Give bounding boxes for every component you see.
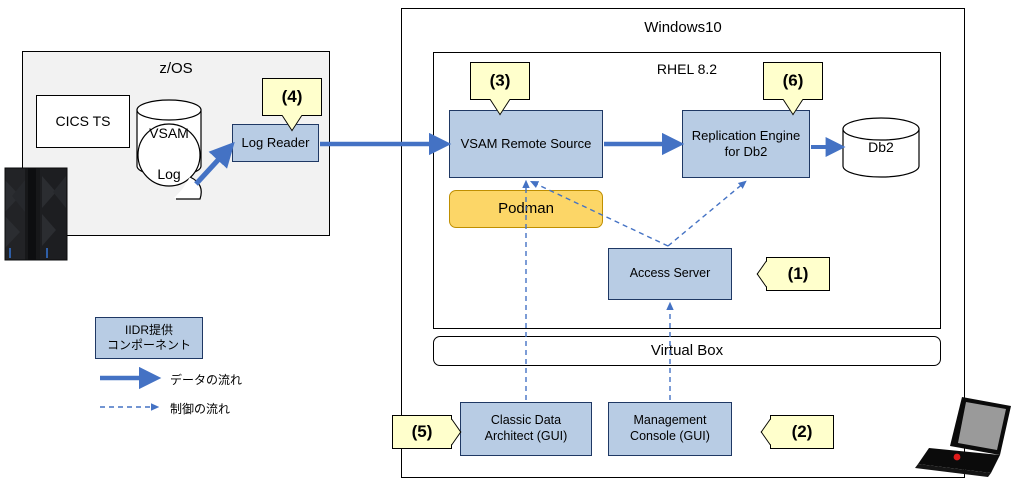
legend-component-label-line1: IIDR提供 <box>124 323 173 337</box>
virtualbox-title: Virtual Box <box>650 342 724 359</box>
cics-ts-box[interactable]: CICS TS <box>36 95 130 148</box>
vsam-label: VSAM <box>149 125 189 141</box>
callout-3: (3) <box>470 62 530 100</box>
access-server-box[interactable]: Access Server <box>608 248 732 300</box>
rhel-title: RHEL 8.2 <box>656 61 718 77</box>
access-server-label: Access Server <box>629 266 711 281</box>
legend-control-flow-row: 制御の流れ <box>100 400 230 417</box>
cics-ts-label: CICS TS <box>55 112 111 129</box>
callout-6: (6) <box>763 62 823 100</box>
legend-data-flow-label: データの流れ <box>170 373 243 387</box>
replication-engine-label-line2: for Db2 <box>724 144 768 159</box>
db2-label: Db2 <box>868 139 894 155</box>
podman-box[interactable]: Podman <box>449 190 603 228</box>
log-label: Log <box>157 166 181 182</box>
callout-2: (2) <box>770 415 834 449</box>
callout-4: (4) <box>262 78 322 116</box>
management-console-label-line1: Management <box>633 413 707 428</box>
replication-engine-label-line1: Replication Engine <box>691 127 801 143</box>
classic-data-architect-label-line1: Classic Data <box>490 413 562 428</box>
replication-engine-box[interactable]: Replication Engine for Db2 <box>682 110 810 178</box>
log-reader-box[interactable]: Log Reader <box>232 124 319 162</box>
virtualbox-container: Virtual Box <box>433 336 941 366</box>
vsam-remote-source-box[interactable]: VSAM Remote Source <box>449 110 603 178</box>
callout-1: (1) <box>766 257 830 291</box>
legend-component-box: IIDR提供 コンポーネント <box>95 317 203 359</box>
podman-label: Podman <box>498 199 554 217</box>
classic-data-architect-label-line2: Architect (GUI) <box>484 429 568 443</box>
zos-title: z/OS <box>159 60 193 77</box>
management-console-label-line2: Console (GUI) <box>630 429 710 443</box>
windows10-title: Windows10 <box>644 19 722 36</box>
legend-component-label-line2: コンポーネント <box>106 338 191 352</box>
callout-5: (5) <box>392 415 452 449</box>
windows10-container: Windows10 <box>401 8 965 478</box>
management-console-box[interactable]: Management Console (GUI) <box>608 402 732 456</box>
log-reader-label: Log Reader <box>241 134 310 150</box>
legend-control-flow-label: 制御の流れ <box>170 402 231 416</box>
classic-data-architect-box[interactable]: Classic Data Architect (GUI) <box>460 402 592 456</box>
legend-data-flow-row: データの流れ <box>100 371 242 388</box>
vsam-remote-source-label: VSAM Remote Source <box>460 135 592 151</box>
